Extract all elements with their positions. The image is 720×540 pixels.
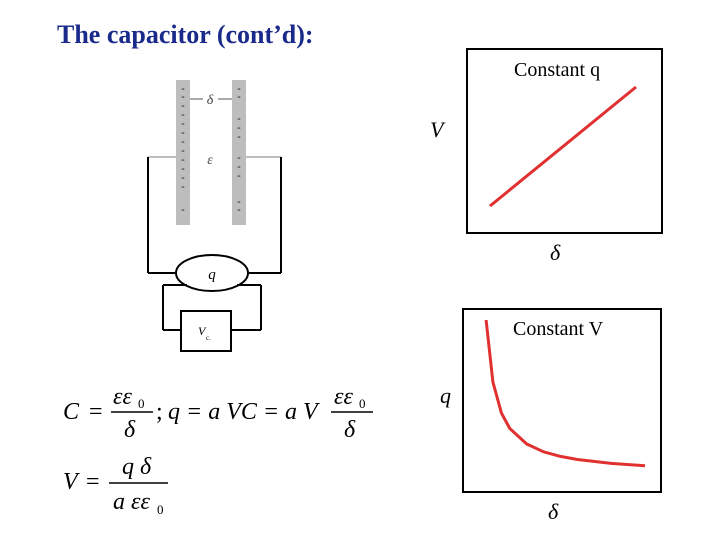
- eq2-denominator: a εε: [113, 489, 150, 515]
- chart2-ylabel: q: [440, 383, 451, 408]
- capacitor-circuit: ------------- ---------- δ ε q V c.: [147, 80, 282, 352]
- left-charge-7: -: [181, 145, 185, 157]
- left-charge-0: -: [181, 83, 185, 95]
- chart-constant-q: Constant q V δ: [430, 48, 663, 265]
- chart2-frame: [462, 308, 662, 493]
- left-charge-1: -: [181, 91, 185, 103]
- eq1-numerator-sub: 0: [138, 396, 145, 411]
- chart1-title: Constant q: [514, 59, 600, 81]
- chart1-frame: [466, 48, 663, 234]
- right-charge-1: -: [237, 91, 241, 103]
- left-charge-8: -: [181, 154, 185, 166]
- eq1-denominator-2: δ: [344, 417, 356, 443]
- right-charge-9: -: [237, 204, 241, 216]
- charge-symbol: q: [208, 267, 216, 283]
- chart2-series-line: [484, 319, 646, 468]
- left-plate-charges: -------------: [181, 83, 185, 216]
- eq2-numerator: q δ: [122, 454, 152, 480]
- eq1-middle: q = a VC = a V: [168, 399, 320, 425]
- right-charge-8: -: [237, 196, 241, 208]
- eq1-numerator: εε: [113, 384, 132, 410]
- left-charge-4: -: [181, 118, 185, 130]
- right-charge-5: -: [237, 152, 241, 164]
- voltage-label: V: [198, 324, 207, 338]
- left-charge-10: -: [181, 172, 185, 184]
- right-plate-charges: ----------: [237, 83, 241, 216]
- chart1-ylabel: V: [430, 117, 446, 142]
- right-charge-4: -: [237, 131, 241, 143]
- eq1-equals: =: [89, 399, 103, 425]
- left-charge-2: -: [181, 100, 185, 112]
- eq2-denominator-sub: 0: [157, 502, 164, 517]
- slide-title: The capacitor (cont’d):: [57, 20, 314, 49]
- voltage-source: [180, 310, 232, 352]
- left-charge-9: -: [181, 163, 185, 175]
- chart-constant-v: Constant V q δ: [440, 308, 662, 524]
- left-charge-6: -: [181, 136, 185, 148]
- left-charge-3: -: [181, 109, 185, 121]
- chart2-xlabel: δ: [548, 499, 559, 524]
- eq1-separator: ;: [156, 399, 163, 425]
- eq2-lhs: V: [63, 469, 80, 495]
- right-charge-7: -: [237, 170, 241, 182]
- right-plate: [232, 80, 246, 225]
- voltage-equation: V = q δ a εε 0: [63, 454, 168, 517]
- left-charge-5: -: [181, 127, 185, 139]
- chart1-xlabel: δ: [550, 240, 561, 265]
- voltage-subscript: c.: [206, 334, 211, 342]
- charge-meter: [175, 254, 249, 292]
- dielectric-symbol: ε: [207, 153, 213, 168]
- eq1-lhs: C: [63, 399, 80, 425]
- chart1-series-line: [489, 85, 637, 208]
- capacitance-equation: C = εε 0 δ ; q = a VC = a V εε 0 δ: [63, 384, 373, 443]
- right-charge-0: -: [237, 83, 241, 95]
- eq1-denominator: δ: [124, 417, 136, 443]
- right-charge-2: -: [237, 113, 241, 125]
- eq1-numerator-2-sub: 0: [359, 396, 366, 411]
- right-charge-6: -: [237, 161, 241, 173]
- left-plate: [176, 80, 190, 225]
- eq2-equals: =: [86, 469, 100, 495]
- right-charge-3: -: [237, 122, 241, 134]
- gap-symbol: δ: [207, 93, 214, 108]
- left-charge-12: -: [181, 204, 185, 216]
- eq1-numerator-2: εε: [334, 384, 353, 410]
- chart2-title: Constant V: [513, 318, 604, 340]
- left-charge-11: -: [181, 181, 185, 193]
